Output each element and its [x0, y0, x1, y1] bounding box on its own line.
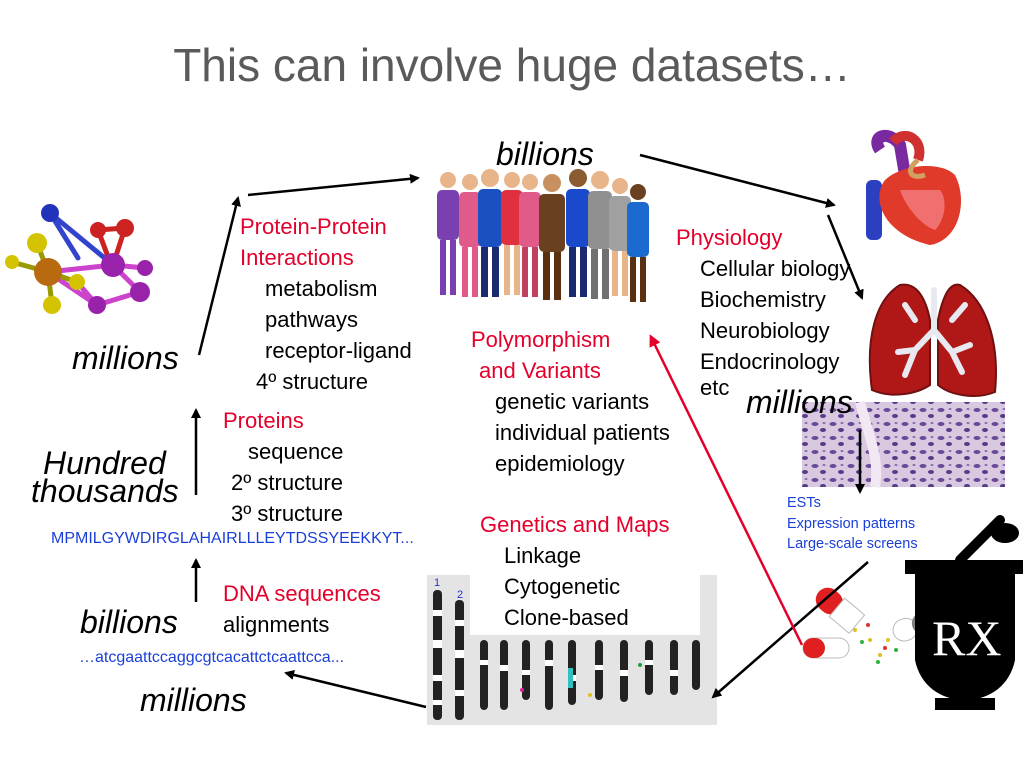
dna-heading: DNA sequences [223, 581, 381, 606]
arrow-billions-to-heart [639, 153, 836, 208]
physiology-heading: Physiology [676, 225, 783, 250]
genetics-block: Genetics and Maps Linkage Cytogenetic Cl… [480, 509, 670, 633]
expression-item: Expression patterns [787, 515, 916, 532]
physiology-item: Endocrinology [700, 349, 840, 374]
expression-block: ESTs Expression patterns Large-scale scr… [787, 493, 918, 555]
interaction-item: metabolism [265, 276, 378, 301]
protein-interactions-heading-1: Protein-Protein [240, 214, 387, 239]
physiology-item: Neurobiology [700, 318, 830, 343]
label-billions-top: billions [496, 136, 594, 172]
protein-sequence: MPMILGYWDIRGLAHAIRLLLEYTDSSYEEKKYT... [51, 530, 414, 547]
expression-item: ESTs [787, 495, 821, 511]
proteins-block: Proteins sequence 2º structure 3º struct… [223, 405, 343, 529]
polymorphism-block: Polymorphism and Variants genetic varian… [471, 324, 670, 479]
rx-symbol: RX [932, 610, 1001, 666]
proteins-heading: Proteins [223, 408, 304, 433]
genetics-heading: Genetics and Maps [480, 512, 670, 537]
hundred-line: Hundred [43, 445, 166, 481]
interaction-item: receptor-ligand [265, 338, 412, 363]
physiology-item: etc [700, 375, 730, 400]
arrow-karyotype-to-millions [284, 670, 427, 709]
polymorphism-item: genetic variants [495, 389, 650, 414]
genetics-item: Cytogenetic [504, 574, 621, 599]
physiology-item: Cellular biology [700, 256, 851, 281]
polymorphism-item: individual patients [495, 420, 670, 445]
physiology-item: Biochemistry [700, 287, 826, 312]
interaction-item: pathways [265, 307, 358, 332]
interaction-item: 4º structure [256, 369, 368, 394]
karyotype-number-1: 1 [434, 577, 440, 589]
protein-item: 2º structure [231, 470, 343, 495]
label-millions-left: millions [72, 340, 179, 376]
protein-item: 3º structure [231, 501, 343, 526]
dna-block: DNA sequences alignments [223, 578, 381, 640]
dna-sequence: …atcgaattccaggcgtcacattctcaattcca... [79, 649, 345, 666]
genetics-item: Clone-based [504, 605, 629, 630]
label-millions-bottom: millions [140, 682, 247, 718]
label-hundred-thousands: Hundred [43, 445, 166, 481]
polymorphism-heading-1: Polymorphism [471, 327, 611, 352]
label-thousands: thousands [31, 473, 179, 509]
slide-title: This can involve huge datasets… [173, 39, 851, 91]
physiology-block: Physiology Cellular biology Biochemistry… [676, 222, 850, 399]
karyotype-number-2: 2 [457, 589, 463, 601]
arrow-millions-to-interactions [197, 196, 241, 356]
protein-interactions-heading-2: Interactions [240, 245, 354, 270]
label-millions-right: millions [746, 384, 853, 420]
label-billions-left: billions [80, 604, 178, 640]
protein-item: sequence [248, 439, 344, 464]
dna-item: alignments [223, 612, 330, 637]
polymorphism-item: epidemiology [495, 451, 625, 476]
protein-interactions-block: Protein-Protein Interactions metabolism … [240, 211, 412, 397]
arrow-to-billions [247, 173, 420, 197]
expression-item: Large-scale screens [787, 536, 918, 552]
arrow-screens-to-karyotype [711, 561, 869, 699]
polymorphism-heading-2: and Variants [479, 358, 601, 383]
genetics-item: Linkage [504, 543, 582, 568]
